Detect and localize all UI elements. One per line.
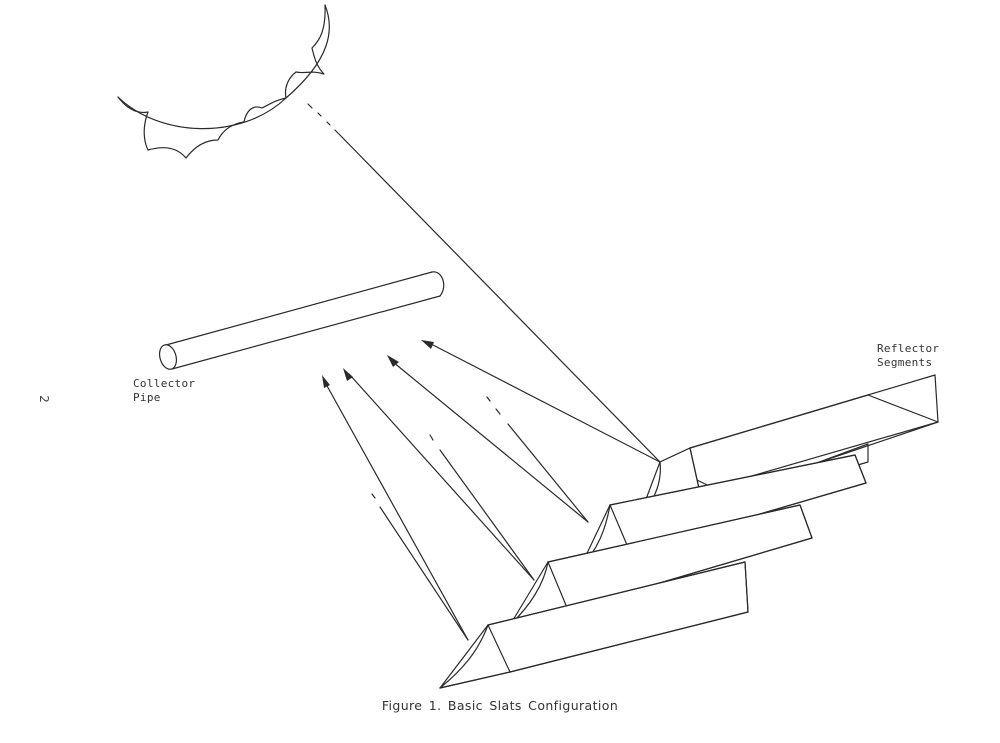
sun-rim <box>117 4 330 130</box>
pipe-bottom-edge <box>171 295 441 370</box>
reflected-ray-4 <box>322 375 469 641</box>
arrowhead-2 <box>387 355 399 367</box>
page-number: 2 <box>36 395 51 403</box>
sun-rays <box>117 4 326 159</box>
incident-ray <box>307 103 661 463</box>
reflector-segment-4 <box>439 561 749 689</box>
collector-pipe <box>158 271 445 370</box>
arrowhead-3 <box>343 368 353 381</box>
incident-ray-dash-1 <box>307 103 313 109</box>
incident-ray-line <box>334 129 661 463</box>
pipe-top-edge <box>165 271 433 346</box>
pipe-far-end <box>431 271 445 297</box>
incident-ray-dash-3 <box>326 121 331 126</box>
reflector-segments-label-line1: Reflector <box>877 342 940 355</box>
reflected-ray-1 <box>421 340 661 463</box>
incident-ray-dash-2 <box>317 112 322 117</box>
figure-caption: Figure 1. Basic Slats Configuration <box>381 698 619 713</box>
reflected-ray-2 <box>387 355 589 523</box>
arrowhead-4 <box>322 375 330 388</box>
arrowhead-1 <box>421 340 434 349</box>
reflector-segments-label-line2: Segments <box>877 356 933 369</box>
pipe-near-end <box>158 344 178 370</box>
reflected-ray-3 <box>343 368 535 581</box>
collector-pipe-label-line1: Collector <box>133 377 196 390</box>
collector-pipe-label-line2: Pipe <box>133 391 161 404</box>
sun-icon <box>117 4 330 159</box>
